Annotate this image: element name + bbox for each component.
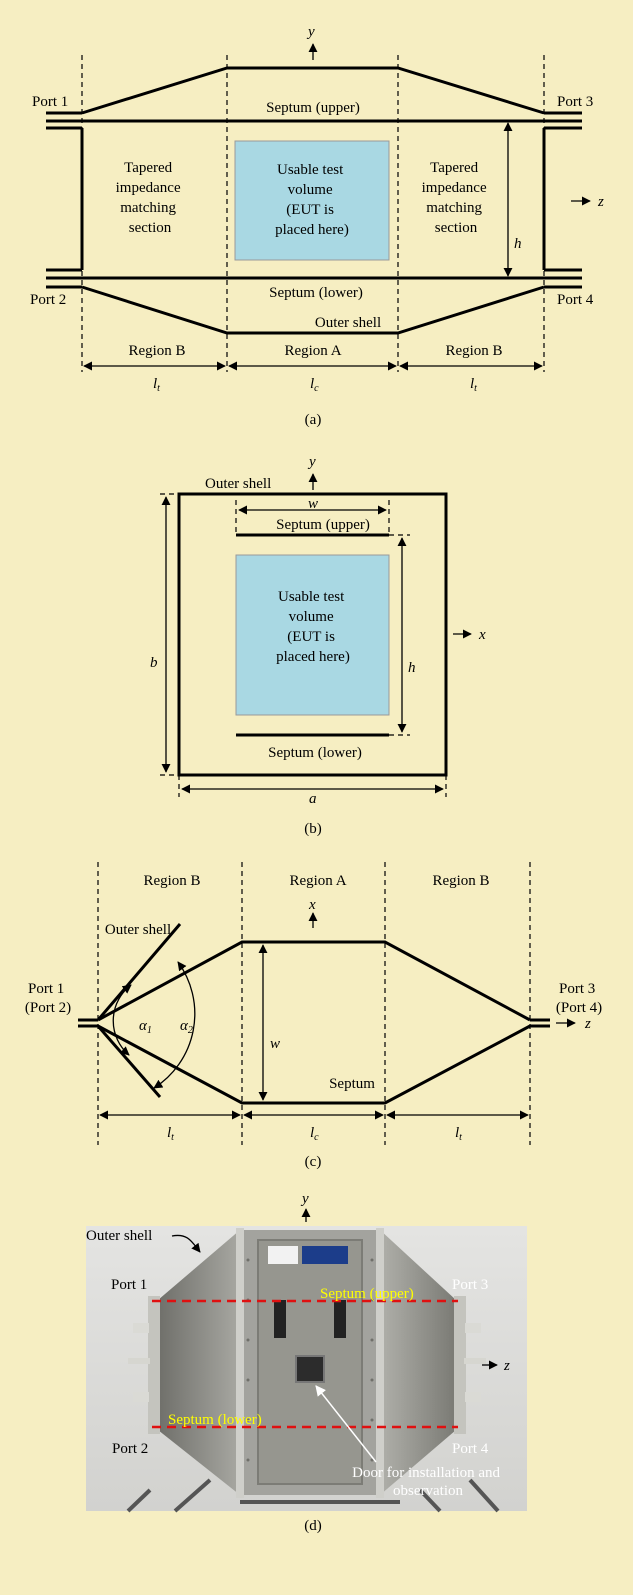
lt-right-label-c: lt bbox=[455, 1125, 462, 1143]
y-axis-label: y bbox=[306, 24, 315, 40]
port-leads bbox=[46, 111, 582, 289]
outer-shell-bottom bbox=[81, 285, 545, 335]
taper-left-label: Tapered impedance matching section bbox=[116, 160, 185, 236]
caption-a: (a) bbox=[305, 412, 322, 428]
region-a-label: Region A bbox=[284, 343, 341, 359]
gtem-cell-photo bbox=[86, 1226, 527, 1513]
z-axis-label-d: z bbox=[503, 1358, 510, 1374]
port-1-label: Port 1 bbox=[32, 94, 68, 110]
alpha1-arc bbox=[112, 984, 132, 1056]
region-dividers-c bbox=[97, 862, 531, 1145]
septum-lower-label-b: Septum (lower) bbox=[268, 745, 362, 761]
taper-right-label: Tapered impedance matching section bbox=[422, 160, 491, 236]
usable-test-volume bbox=[234, 140, 390, 261]
outer-shell-label-d: Outer shell bbox=[86, 1228, 152, 1244]
panel-c-top-view: Region B Region A Region B x Outer shell… bbox=[25, 862, 602, 1170]
alpha2-arc bbox=[153, 961, 196, 1089]
region-b-right-label: Region B bbox=[445, 343, 502, 359]
port-leads-c bbox=[78, 1018, 550, 1028]
port-4-label: Port 4 bbox=[557, 292, 594, 308]
z-axis-label-c: z bbox=[584, 1016, 591, 1032]
port-2-label-d: Port 2 bbox=[112, 1441, 148, 1457]
septum-upper-label: Septum (upper) bbox=[266, 100, 360, 116]
alpha1-label: α1 bbox=[139, 1018, 152, 1036]
region-dividers bbox=[81, 55, 545, 372]
outer-shell-box bbox=[177, 492, 448, 777]
usable-test-volume-b bbox=[235, 554, 390, 716]
outer-shell-label: Outer shell bbox=[315, 315, 381, 331]
w-label-c: w bbox=[270, 1036, 280, 1052]
test-volume-label: Usable test volume (EUT is placed here) bbox=[275, 162, 349, 238]
region-a-label-c: Region A bbox=[289, 873, 346, 889]
port-3-label: Port 3 bbox=[557, 94, 593, 110]
lc-label-c: lc bbox=[310, 1125, 319, 1143]
test-volume-label-b: Usable test volume (EUT is placed here) bbox=[276, 589, 350, 665]
region-b-left-label: Region B bbox=[128, 343, 185, 359]
region-b-right-label-c: Region B bbox=[432, 873, 489, 889]
panel-b-transverse-section: y Outer shell b w Septum (upper) Usable … bbox=[150, 454, 486, 837]
outer-shell-angle-line bbox=[96, 923, 182, 1021]
door-pointer bbox=[315, 1385, 377, 1463]
x-axis-label-b: x bbox=[478, 627, 486, 643]
lt-left-label-c: lt bbox=[167, 1125, 174, 1143]
caption-b: (b) bbox=[304, 821, 322, 837]
panel-a-cross-section: y Port 1 Port 2 Port 3 Port 4 Septum (up… bbox=[30, 24, 604, 428]
h-label-b: h bbox=[408, 660, 416, 676]
septum-angle-line bbox=[96, 1025, 162, 1098]
x-axis-label-c: x bbox=[308, 897, 316, 913]
septum-upper-label-b: Septum (upper) bbox=[276, 517, 370, 533]
lt-right-label: lt bbox=[470, 376, 477, 394]
outer-shell-label-b: Outer shell bbox=[205, 476, 271, 492]
septum-upper-label-d: Septum (upper) bbox=[320, 1286, 414, 1302]
port-4-label-d: Port 4 bbox=[452, 1441, 489, 1457]
door-label: Door for installation and observation bbox=[352, 1465, 504, 1499]
h-label: h bbox=[514, 236, 522, 252]
port-2-label: Port 2 bbox=[30, 292, 66, 308]
outer-shell-label-c: Outer shell bbox=[105, 922, 171, 938]
a-label: a bbox=[309, 791, 317, 807]
septum-lower-label-d: Septum (lower) bbox=[168, 1412, 262, 1428]
port-3-label-d: Port 3 bbox=[452, 1277, 488, 1293]
b-label: b bbox=[150, 655, 158, 671]
panel-d-photo: y bbox=[86, 1191, 527, 1534]
septum-lower-label: Septum (lower) bbox=[269, 285, 363, 301]
port-right-label-c: Port 3 (Port 4) bbox=[556, 981, 602, 1016]
alpha2-label: α2 bbox=[180, 1018, 193, 1036]
septum-label-c: Septum bbox=[329, 1076, 375, 1092]
lt-left-label: lt bbox=[153, 376, 160, 394]
caption-c: (c) bbox=[305, 1154, 322, 1170]
port-1-label-d: Port 1 bbox=[111, 1277, 147, 1293]
region-b-left-label-c: Region B bbox=[143, 873, 200, 889]
y-axis-label-b: y bbox=[307, 454, 316, 470]
z-axis-label: z bbox=[597, 194, 604, 210]
lc-label: lc bbox=[310, 376, 319, 394]
w-label-b: w bbox=[308, 496, 318, 512]
caption-d: (d) bbox=[304, 1518, 322, 1534]
y-axis-label-d: y bbox=[300, 1191, 309, 1207]
septum-c bbox=[97, 1024, 531, 1105]
outer-shell-top-c bbox=[97, 940, 531, 1022]
outer-shell-top bbox=[81, 66, 545, 115]
port-left-label-c: Port 1 (Port 2) bbox=[25, 981, 71, 1016]
outer-shell-pointer bbox=[171, 1234, 201, 1253]
